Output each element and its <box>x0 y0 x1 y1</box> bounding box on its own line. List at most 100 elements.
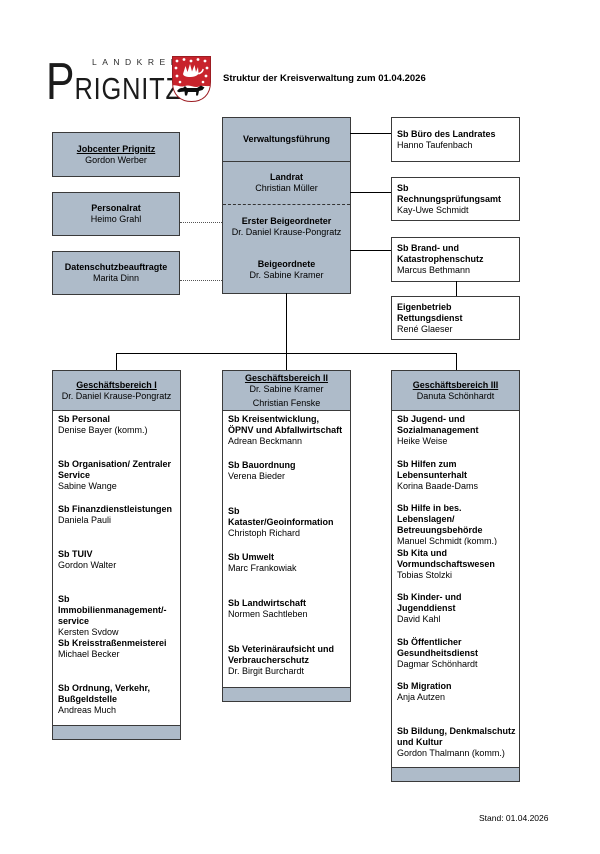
org-unit-person: Normen Sachtleben <box>228 609 308 619</box>
box-eigenbetrieb-rettungsdienst: Eigenbetrieb Rettungsdienst René Glaeser <box>391 296 520 340</box>
box-person: Heimo Grahl <box>90 214 142 224</box>
box-title: Datenschutzbeauftragte <box>64 262 168 272</box>
org-unit-title: Sb Migration <box>397 681 452 691</box>
org-unit-title: Sb Landwirtschaft <box>228 598 307 608</box>
box-brand-katastrophenschutz: Sb Brand- und Katastrophenschutz Marcus … <box>391 237 520 282</box>
org-unit-person: Sabine Wange <box>58 480 117 491</box>
prignitz-coat-of-arms-icon <box>172 56 211 103</box>
page-title: Struktur der Kreisverwaltung zum 01.04.2… <box>223 73 426 84</box>
box-person: Marita Dinn <box>92 273 139 283</box>
column-geschaeftsbereich-1: Geschäftsbereich I Dr. Daniel Krause-Pon… <box>52 370 181 740</box>
section-beigeordnete: Beigeordnete Dr. Sabine Kramer <box>223 248 350 292</box>
connector-buero <box>350 133 391 135</box>
org-unit-title: Sb Personal <box>58 414 111 424</box>
section-title: Verwaltungsführung <box>242 133 330 144</box>
org-unit-person: Adrean Beckmann <box>228 436 303 446</box>
column-header: Geschäftsbereich II Dr. Sabine Kramer Ch… <box>223 371 350 411</box>
connector-brandschutz <box>350 250 391 252</box>
box-jobcenter: Jobcenter Prignitz Gordon Werber <box>52 132 180 177</box>
box-title: Jobcenter Prignitz <box>76 143 156 154</box>
org-unit-title: Sb Kinder- und Jugenddienst <box>397 592 462 613</box>
org-unit-title: Sb Hilfe in bes. Lebenslagen/ Betreuungs… <box>397 503 483 535</box>
org-unit-title: Sb Kataster/Geoinformation <box>228 506 334 527</box>
box-person: René Glaeser <box>397 323 453 334</box>
org-unit-person: Anja Autzen <box>397 692 446 702</box>
section-landrat: Landrat Christian Müller <box>223 162 350 205</box>
box-person: Gordon Werber <box>85 154 147 165</box>
org-unit-title: Sb Kita und Vormundschaftswesen <box>397 547 495 569</box>
org-unit: Sb Hilfe in bes. Lebenslagen/ Betreuungs… <box>392 500 519 545</box>
logo-wordmark: RIGNITZ <box>74 71 182 106</box>
column-title: Geschäftsbereich III <box>412 379 499 390</box>
connector-datenschutz-dotted <box>180 280 222 281</box>
org-unit-title: Sb Umwelt <box>228 552 275 562</box>
section-title: Landrat <box>269 171 303 182</box>
org-unit-title: Sb Kreisentwicklung, ÖPNV und Abfallwirt… <box>228 414 343 435</box>
org-unit-person: Heike Weise <box>397 436 448 446</box>
section-verwaltungsfuehrung: Verwaltungsführung <box>223 118 350 162</box>
column-geschaeftsbereich-2: Geschäftsbereich II Dr. Sabine Kramer Ch… <box>222 370 351 702</box>
box-person: Hanno Taufenbach <box>397 139 473 150</box>
org-unit-person: Kersten Sydow <box>58 626 119 636</box>
connector-stub-gb1 <box>116 352 118 370</box>
org-unit-title: Sb Ordnung, Verkehr, Bußgeldstelle <box>58 683 151 705</box>
column-leader: Dr. Sabine Kramer <box>249 383 324 394</box>
section-person: Dr. Sabine Kramer <box>249 269 324 280</box>
column-header: Geschäftsbereich III Danuta Schönhardt <box>392 371 519 411</box>
org-unit-person: Verena Bieder <box>228 471 286 481</box>
column-title: Geschäftsbereich II <box>244 372 329 383</box>
box-person: Kay-Uwe Schmidt <box>397 204 469 215</box>
org-unit-person: Daniela Pauli <box>58 514 112 525</box>
connector-trunk <box>286 293 288 353</box>
org-unit-person: Tobias Stolzki <box>397 569 453 580</box>
org-unit-title: Sb Finanzdienstleistungen <box>58 503 173 514</box>
column-geschaeftsbereich-3: Geschäftsbereich III Danuta Schönhardt S… <box>391 370 520 782</box>
column-title: Geschäftsbereich I <box>76 379 157 390</box>
org-unit-title: Sb Jugend- und Sozialmanagement <box>397 414 479 435</box>
section-erster-beigeordneter: Erster Beigeordneter Dr. Daniel Krause-P… <box>223 205 350 248</box>
column-body: Sb Kreisentwicklung, ÖPNV und Abfallwirt… <box>223 411 350 687</box>
section-person: Dr. Daniel Krause-Pongratz <box>231 226 342 237</box>
org-unit-person: Marc Frankowiak <box>228 563 297 573</box>
logo-kicker-text: LANDKREIS <box>92 57 190 67</box>
column-leader-2: Christian Fenske <box>252 397 321 408</box>
box-personalrat: Personalrat Heimo Grahl <box>52 192 180 236</box>
column-footer-strip <box>53 725 180 739</box>
org-unit-person: Korina Baade-Dams <box>397 480 479 491</box>
org-unit-person: Dagmar Schönhardt <box>397 658 478 669</box>
org-unit-title: Sb Öffentlicher Gesundheitsdienst <box>397 636 479 658</box>
box-title: Sb Büro des Landrates <box>397 128 496 139</box>
column-leader: Dr. Daniel Krause-Pongratz <box>61 390 172 401</box>
org-unit-title: Sb Bildung, Denkmalschutz und Kultur <box>397 725 516 747</box>
connector-personalrat-dotted <box>180 222 222 223</box>
connector-stub-gb3 <box>455 352 457 370</box>
org-unit-person: Denise Bayer (komm.) <box>58 425 148 435</box>
stand-date: Stand: 01.04.2026 <box>479 813 549 823</box>
org-unit-title: Sb Organisation/ Zentraler Service <box>58 458 172 480</box>
org-unit-person: Manuel Schmidt (komm.) <box>397 536 498 545</box>
landkreis-prignitz-logo: PRIGNITZ <box>46 56 182 108</box>
org-unit: Sb Veterinäraufsicht und Verbraucherschu… <box>223 641 350 687</box>
org-unit-person: Andreas Much <box>58 705 117 716</box>
section-title: Erster Beigeordneter <box>241 215 332 226</box>
box-buero-des-landrates: Sb Büro des Landrates Hanno Taufenbach <box>391 117 520 162</box>
org-unit-person: Gordon Walter <box>58 559 117 570</box>
column-footer-strip <box>392 767 519 781</box>
box-rechnungspruefungsamt: Sb Rechnungsprüfungsamt Kay-Uwe Schmidt <box>391 177 520 221</box>
